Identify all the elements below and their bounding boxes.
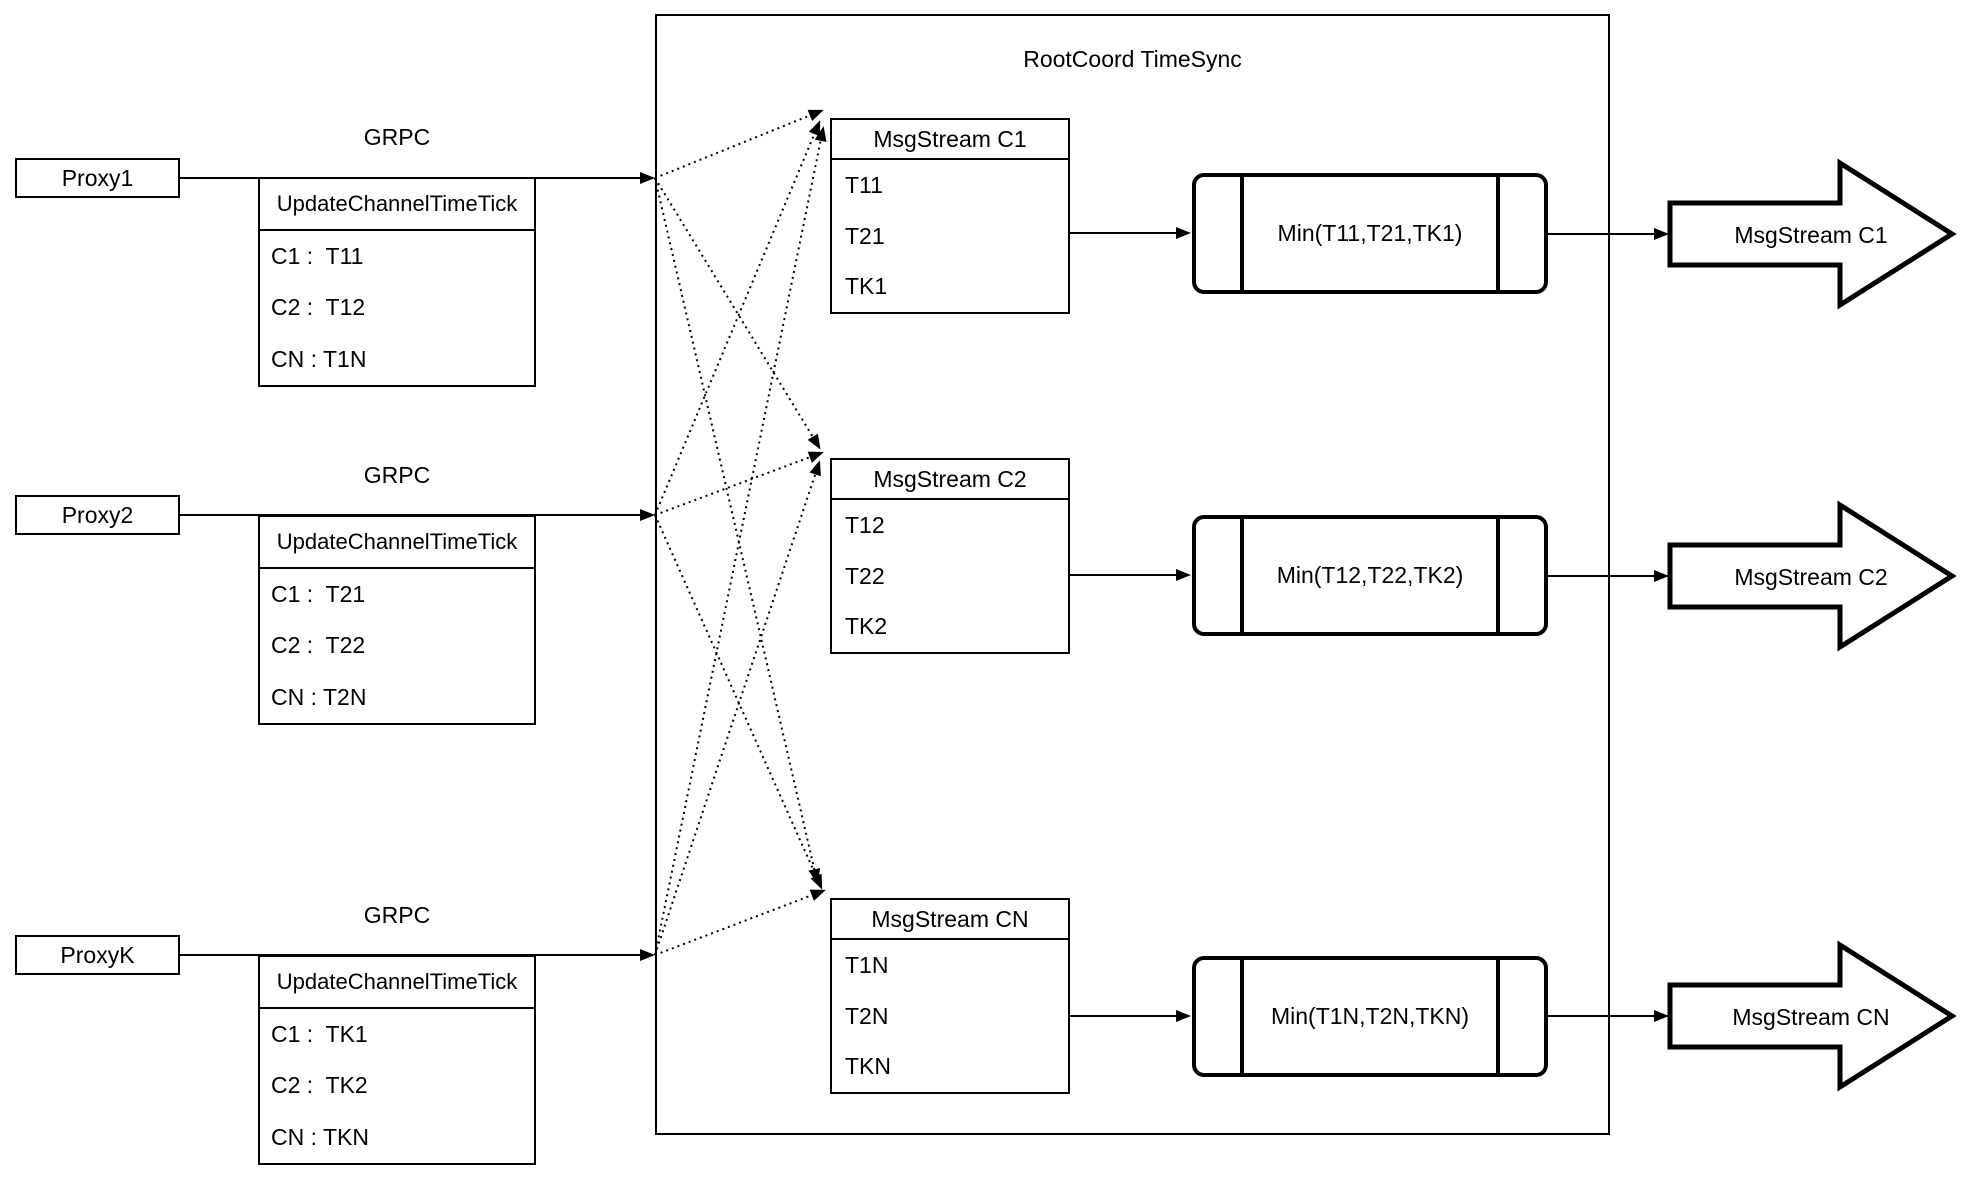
- rootcoord-title: RootCoord TimeSync: [1023, 46, 1242, 72]
- subroutine-bar: [1496, 519, 1500, 632]
- output-arrow-shape-2: [1667, 500, 1957, 652]
- min-function-box-2: Min(T12,T22,TK2): [1192, 515, 1548, 636]
- grpc-label-1: GRPC: [363, 124, 431, 150]
- timetick-table-header: UpdateChannelTimeTick: [260, 517, 534, 569]
- timetick-table-header: UpdateChannelTimeTick: [260, 179, 534, 231]
- subroutine-bar: [1496, 177, 1500, 290]
- timetick-row: C2 : TK2: [271, 1072, 368, 1099]
- timetick-row: C2 : T22: [271, 632, 366, 659]
- output-arrow-label-1: MsgStream C1: [1734, 222, 1888, 248]
- tick-value: T22: [845, 562, 885, 589]
- timetick-row: CN : T1N: [271, 345, 367, 372]
- timetick-table-proxyk: UpdateChannelTimeTick C1 : TK1 C2 : TK2 …: [258, 955, 536, 1165]
- timetick-table-proxy1: UpdateChannelTimeTick C1 : T11 C2 : T12 …: [258, 177, 536, 387]
- min-function-box-1: Min(T11,T21,TK1): [1192, 173, 1548, 294]
- min-function-label: Min(T1N,T2N,TKN): [1270, 1003, 1470, 1029]
- grpc-label-3: GRPC: [363, 902, 431, 928]
- min-function-label: Min(T11,T21,TK1): [1277, 220, 1463, 246]
- timetick-row: C1 : T11: [271, 243, 364, 270]
- output-arrow-shape-1: [1667, 158, 1957, 310]
- msgstream-table-header: MsgStream C1: [832, 120, 1068, 160]
- tick-value: T12: [845, 511, 885, 538]
- timetick-table-proxy2: UpdateChannelTimeTick C1 : T21 C2 : T22 …: [258, 515, 536, 725]
- dotted-line-proxy1-cn: [654, 177, 821, 884]
- proxyk-label: ProxyK: [60, 941, 135, 968]
- timetick-row: C1 : T21: [271, 581, 366, 608]
- tick-value: TK1: [845, 273, 888, 300]
- msgstream-table-c2: MsgStream C2 T12 T22 TK2: [830, 458, 1070, 654]
- timetick-row: CN : T2N: [271, 683, 367, 710]
- proxy2-label: Proxy2: [61, 501, 134, 528]
- proxyk-box: ProxyK: [15, 935, 180, 975]
- tick-value: TK2: [845, 613, 888, 640]
- subroutine-bar: [1496, 960, 1500, 1073]
- tick-value: T1N: [845, 951, 889, 978]
- timetick-row: C1 : TK1: [271, 1021, 368, 1048]
- timetick-row: CN : TKN: [271, 1123, 369, 1150]
- dotted-line-proxy2-cn: [654, 514, 823, 890]
- min-function-label: Min(T12,T22,TK2): [1276, 562, 1464, 588]
- msgstream-table-header: MsgStream C2: [832, 460, 1068, 500]
- msgstream-table-c1: MsgStream C1 T11 T21 TK1: [830, 118, 1070, 314]
- proxy1-label: Proxy1: [61, 164, 134, 191]
- proxy2-box: Proxy2: [15, 495, 180, 535]
- timetick-table-header: UpdateChannelTimeTick: [260, 957, 534, 1009]
- tick-value: TKN: [845, 1053, 891, 1080]
- output-arrow-label-2: MsgStream C2: [1734, 564, 1888, 590]
- dotted-line-proxyk-c1: [654, 126, 827, 956]
- grpc-label-2: GRPC: [363, 462, 431, 488]
- rootcoord-timesync-box: RootCoord TimeSync: [655, 14, 1610, 1135]
- tick-value: T2N: [845, 1002, 889, 1029]
- msgstream-table-cn: MsgStream CN T1N T2N TKN: [830, 898, 1070, 1094]
- subroutine-bar: [1240, 177, 1244, 290]
- timetick-row: C2 : T12: [271, 294, 366, 321]
- dotted-line-proxyk-c2: [654, 460, 821, 956]
- proxy1-box: Proxy1: [15, 158, 180, 198]
- tick-value: T11: [845, 171, 883, 198]
- subroutine-bar: [1240, 519, 1244, 632]
- msgstream-table-header: MsgStream CN: [832, 900, 1068, 940]
- output-arrow-shape-3: [1667, 940, 1957, 1092]
- dotted-line-proxy1-c2: [654, 177, 821, 450]
- min-function-box-3: Min(T1N,T2N,TKN): [1192, 956, 1548, 1077]
- output-arrow-label-3: MsgStream CN: [1732, 1004, 1890, 1030]
- tick-value: T21: [845, 222, 885, 249]
- dotted-line-proxy2-c1: [654, 120, 821, 516]
- subroutine-bar: [1240, 960, 1244, 1073]
